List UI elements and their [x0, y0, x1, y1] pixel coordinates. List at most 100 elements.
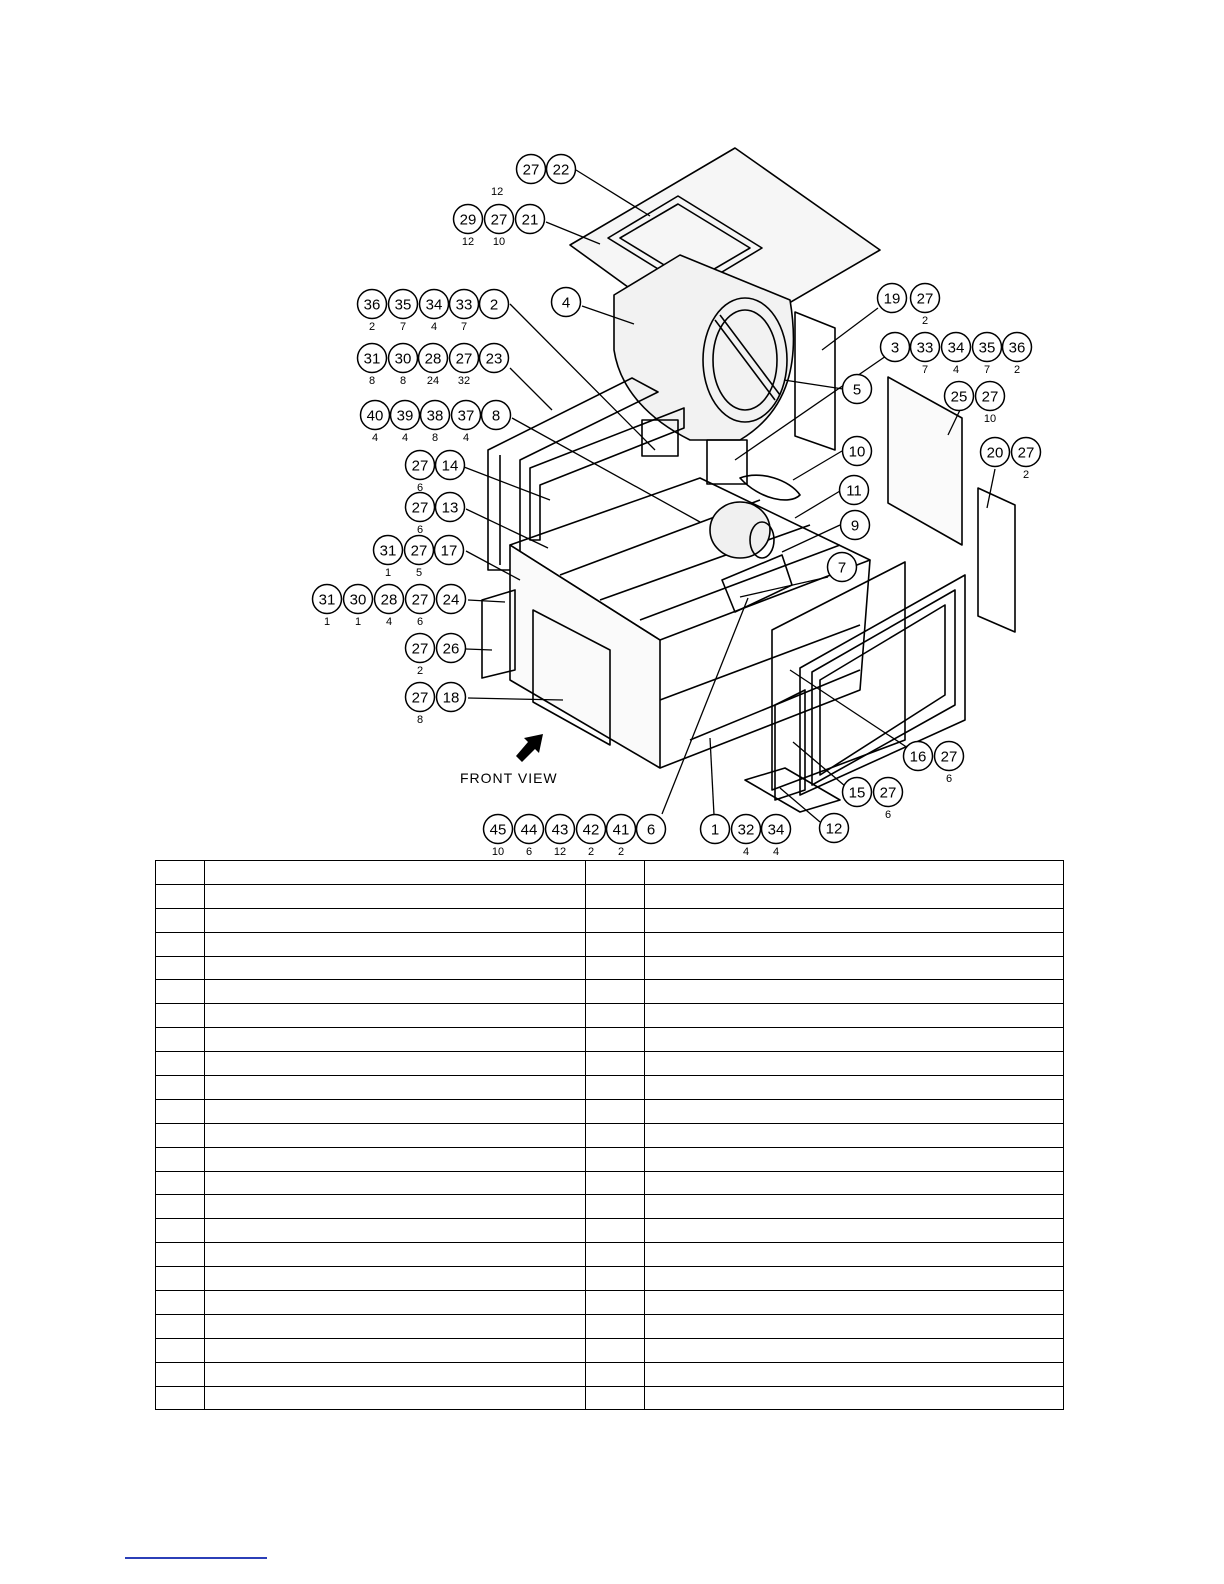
- callout-number: 33: [917, 340, 934, 357]
- table-row: [155, 1385, 1064, 1411]
- description-cell: [644, 1098, 1064, 1124]
- front-view-arrow: [516, 734, 543, 762]
- callout-number: 6: [647, 822, 655, 839]
- callout-42: 422: [575, 813, 607, 858]
- callout-circle: [909, 331, 941, 363]
- table-row: [155, 1337, 1064, 1363]
- item-no-cell: [155, 1337, 205, 1363]
- callout-circle: [876, 282, 908, 314]
- footer-link-underline: [125, 1557, 267, 1559]
- callout-quantity: 7: [922, 364, 928, 376]
- description-cell: [204, 1194, 586, 1220]
- callout-number: 34: [768, 822, 785, 839]
- callout-quantity: 4: [372, 432, 378, 444]
- callout-number: 26: [443, 641, 460, 658]
- callout-quantity: 1: [355, 616, 361, 628]
- callout-number: 36: [364, 297, 381, 314]
- callout-number: 40: [367, 408, 384, 425]
- table-row: [155, 979, 1064, 1005]
- callout-number: 9: [851, 518, 859, 535]
- callout-quantity: 4: [743, 846, 749, 858]
- description-cell: [644, 1361, 1064, 1387]
- description-cell: [644, 1290, 1064, 1315]
- item-no-cell: [585, 1027, 645, 1053]
- table-row: [155, 883, 1064, 909]
- callout-44: 446: [513, 813, 545, 858]
- description-cell: [204, 1146, 586, 1172]
- table-row: [155, 1266, 1064, 1292]
- callout-9: 9: [839, 509, 871, 541]
- callout-18: 18: [435, 681, 467, 713]
- callout-quantity: 6: [417, 482, 423, 494]
- item-no-cell: [155, 979, 205, 1005]
- description-cell: [644, 883, 1064, 909]
- callout-circle: [359, 399, 391, 431]
- item-no-cell: [155, 1313, 205, 1339]
- callout-27: 276: [872, 776, 904, 821]
- callout-number: 23: [486, 351, 503, 368]
- item-no-cell: [585, 931, 645, 957]
- description-cell: [204, 1337, 586, 1363]
- description-cell: [204, 1361, 586, 1387]
- callout-circle: [435, 583, 467, 615]
- callout-number: 28: [425, 351, 442, 368]
- callout-34: 344: [418, 288, 450, 333]
- callout-number: 27: [412, 690, 429, 707]
- callout-circle: [943, 380, 975, 412]
- callout-number: 41: [613, 822, 630, 839]
- callout-quantity: 2: [1023, 469, 1029, 481]
- callout-number: 27: [917, 291, 934, 308]
- description-cell: [204, 1098, 586, 1124]
- callout-quantity: 8: [369, 375, 375, 387]
- callout-27: 276: [404, 583, 436, 628]
- callout-number: 8: [492, 408, 500, 425]
- callout-circle: [482, 813, 514, 845]
- table-row: [155, 1242, 1064, 1268]
- item-no-cell: [155, 1290, 205, 1315]
- callout-circle: [311, 583, 343, 615]
- callout-circle: [478, 342, 510, 374]
- callout-circle: [902, 740, 934, 772]
- item-no-cell: [155, 955, 205, 981]
- table-row: [155, 1003, 1064, 1029]
- item-no-cell: [585, 1337, 645, 1363]
- table-row: [155, 1146, 1064, 1172]
- table-row: [155, 907, 1064, 933]
- callout-quantity: 4: [386, 616, 392, 628]
- callout-quantity: 4: [463, 432, 469, 444]
- callout-7: 7: [826, 551, 858, 583]
- callout-number: 35: [395, 297, 412, 314]
- description-cell: [204, 1170, 586, 1196]
- callout-circle: [404, 491, 436, 523]
- callout-quantity: 7: [984, 364, 990, 376]
- item-no-cell: [155, 1122, 205, 1148]
- callout-circle: [838, 474, 870, 506]
- callout-number: 37: [458, 408, 475, 425]
- description-cell: [204, 1242, 586, 1268]
- callout-number: 18: [443, 690, 460, 707]
- callout-circle: [403, 534, 435, 566]
- callout-circle: [839, 509, 871, 541]
- callout-number: 24: [443, 592, 460, 609]
- callout-circle: [404, 449, 436, 481]
- callout-27: 272: [1010, 436, 1042, 481]
- callout-circle: [974, 380, 1006, 412]
- callout-number: 27: [941, 749, 958, 766]
- table-row: [155, 1098, 1064, 1124]
- item-no-cell: [585, 907, 645, 933]
- callout-circle: [356, 288, 388, 320]
- callout-25: 25: [943, 380, 975, 412]
- callout-number: 31: [319, 592, 336, 609]
- callout-quantity: 32: [458, 375, 470, 387]
- callout-circle: [435, 632, 467, 664]
- callout-12: 12: [818, 812, 850, 844]
- callout-number: 30: [350, 592, 367, 609]
- callout-quantity: 4: [953, 364, 959, 376]
- callout-5: 5: [841, 373, 873, 405]
- callout-quantity: 2: [922, 315, 928, 327]
- callout-number: 16: [910, 749, 927, 766]
- callout-23: 23: [478, 342, 510, 374]
